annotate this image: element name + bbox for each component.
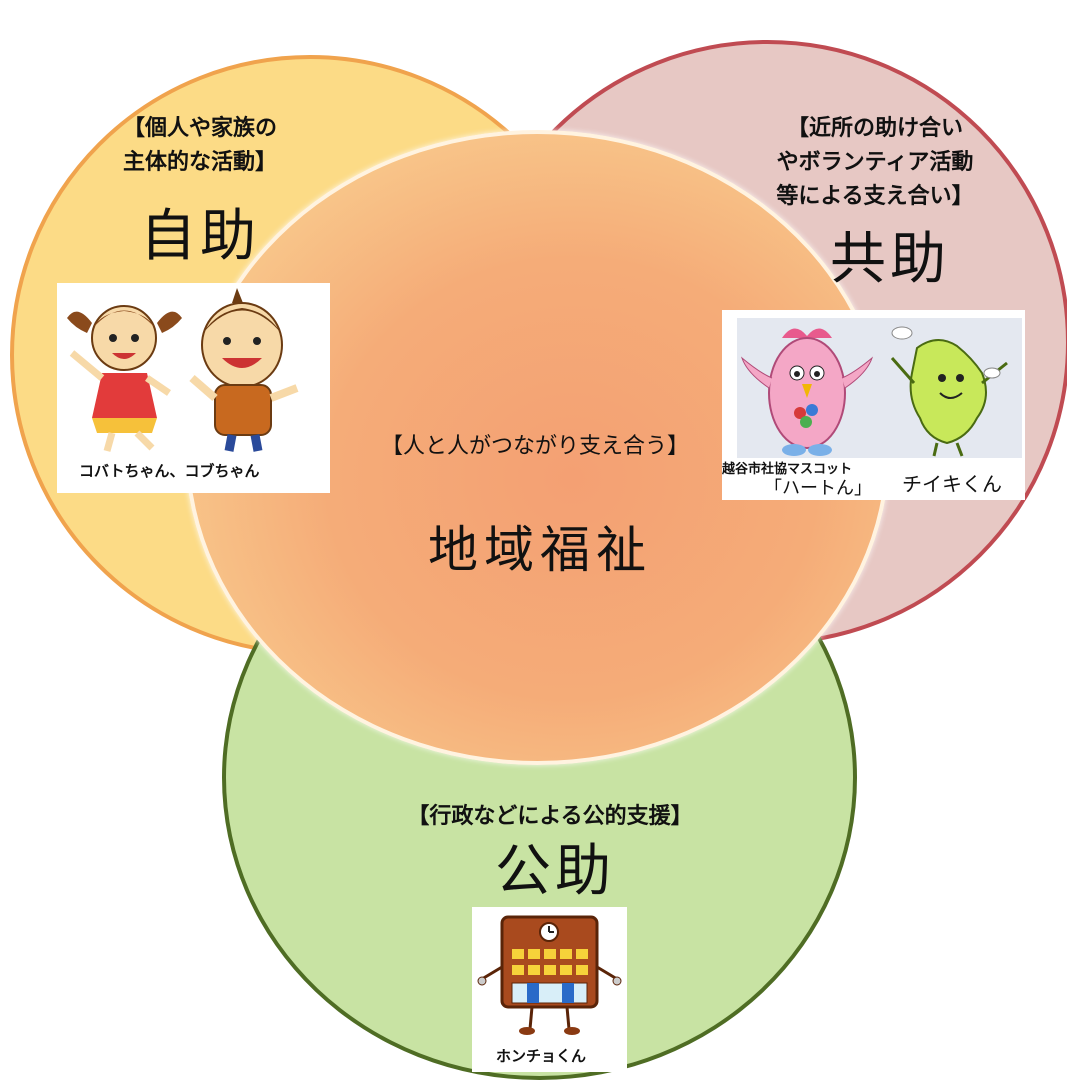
mutual-help-title: 共助 [830, 227, 950, 292]
heartn-name: 「ハートん」 [764, 478, 872, 499]
self-help-title: 自助 [140, 204, 260, 269]
heartn-chiiki-illustration [737, 318, 1022, 458]
self-help-mascot-caption: コバトちゃん、コブちゃん [79, 462, 260, 480]
community-welfare-description: 【人と人がつながり支え合う】 [380, 434, 689, 459]
public-help-mascot-card: ホンチョくん [472, 907, 627, 1072]
self-help-description: 【個人や家族の 主体的な活動】 [122, 116, 277, 175]
honcho-kun-name: ホンチョくん [496, 1047, 587, 1065]
honcho-kun-illustration [477, 915, 622, 1035]
mutual-help-description: 【近所の助け合い やボランティア活動 等による支え合い】 [776, 116, 974, 209]
mutual-help-mascot-card: 越谷市社協マスコット 「ハートん」 チイキくん [722, 310, 1025, 500]
heartn-mascot-label: 越谷市社協マスコット [722, 462, 853, 477]
chiiki-kun-name: チイキくん [902, 472, 1002, 496]
public-help-title: 公助 [495, 839, 615, 904]
community-welfare-title: 地域福祉 [428, 521, 652, 579]
kobato-kobu-illustration [67, 288, 299, 452]
public-help-description: 【行政などによる公的支援】 [407, 804, 693, 829]
self-help-mascot-card: コバトちゃん、コブちゃん [57, 283, 330, 493]
